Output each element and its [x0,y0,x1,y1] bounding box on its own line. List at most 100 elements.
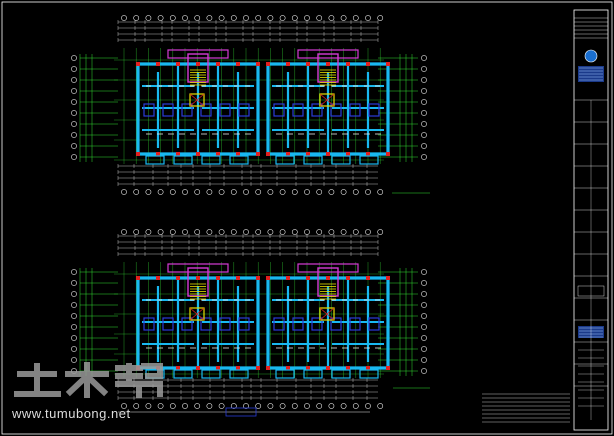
structural-column [196,366,200,370]
grid-axis-bubble [255,189,262,195]
grid-axis-bubble [243,403,249,409]
structural-column [386,276,390,280]
structural-column [256,62,260,66]
room-partition [162,317,174,331]
upper-floor-plan [71,15,427,195]
room-partition [273,317,285,331]
grid-axis-bubble [230,189,237,195]
grid-axis-bubble [316,15,323,21]
grid-axis-bubble [255,15,262,21]
grid-axis-bubble [71,324,77,330]
grid-axis-bubble [421,110,427,116]
grid-axis-bubble [169,15,176,21]
grid-axis-bubble [71,88,77,94]
grid-axis-bubble [182,189,188,195]
structural-column [256,276,260,280]
grid-axis-bubble [218,403,225,409]
grid-axis-bubble [145,403,152,409]
structural-column [326,152,330,156]
structural-column [176,62,180,66]
grid-axis-bubble [71,66,77,72]
elevator-shaft [319,307,335,321]
elevator-shaft [189,307,205,321]
grid-axis-bubble [328,189,335,195]
balcony [173,369,193,379]
structural-column [196,276,200,280]
roof-outline [167,263,229,273]
grid-axis-bubble [157,229,164,235]
structural-column [236,276,240,280]
grid-axis-bubble [421,357,427,363]
grid-axis-bubble [316,189,323,195]
balcony [331,369,351,379]
stair-core [317,53,339,83]
grid-axis-bubble [421,143,427,149]
tumubong-logo-icon [14,362,163,398]
balcony [275,155,295,165]
grid-axis-bubble [133,403,140,409]
grid-axis-bubble [145,229,152,235]
grid-axis-bubble [316,403,323,409]
grid-axis-bubble [352,229,359,235]
grid-axis-bubble [182,229,188,235]
grid-axis-bubble [71,313,77,319]
grid-axis-bubble [340,189,347,195]
room-partition [238,103,250,117]
balcony [201,369,221,379]
structural-column [386,152,390,156]
grid-axis-bubble [71,346,77,352]
grid-axis-bubble [279,229,286,235]
grid-axis-bubble [267,15,274,21]
room-partition [143,103,155,117]
structural-column [366,366,370,370]
structural-column [256,152,260,156]
grid-axis-bubble [421,132,427,138]
grid-axis-bubble [71,121,77,127]
grid-axis-bubble [71,291,77,297]
grid-axis-bubble [71,55,77,61]
grid-axis-bubble [421,335,427,341]
room-partition [143,317,155,331]
structural-column [236,366,240,370]
balcony [229,369,249,379]
grid-axis-bubble [243,15,249,21]
structural-column [176,152,180,156]
grid-axis-bubble [206,189,213,195]
grid-axis-bubble [421,154,427,160]
structural-column [386,366,390,370]
grid-axis-bubble [279,189,286,195]
grid-axis-bubble [243,229,249,235]
grid-axis-bubble [267,229,274,235]
room-partition [238,317,250,331]
grid-axis-bubble [421,55,427,61]
grid-axis-bubble [71,269,77,275]
building-unit-block [136,49,260,165]
grid-axis-bubble [133,15,140,21]
stair-core [187,53,209,83]
structural-column [306,62,310,66]
room-partition [349,103,361,117]
grid-axis-bubble [421,77,427,83]
grid-axis-bubble [352,189,359,195]
balcony [359,155,379,165]
roof-outline [297,263,359,273]
grid-axis-bubble [291,229,298,235]
grid-axis-bubble [377,229,384,235]
balcony [303,155,323,165]
structural-column [326,62,330,66]
grid-axis-bubble [377,15,384,21]
structural-column [256,366,260,370]
grid-axis-bubble [340,229,347,235]
structural-column [346,366,350,370]
structural-column [156,276,160,280]
grid-axis-bubble [121,229,127,235]
grid-axis-bubble [121,189,127,195]
room-partition [273,103,285,117]
grid-axis-bubble [421,88,427,94]
grid-axis-bubble [121,403,127,409]
room-partition [219,103,231,117]
grid-axis-bubble [182,403,188,409]
grid-axis-bubble [71,77,77,83]
grid-axis-bubble [218,15,225,21]
room-partition [349,317,361,331]
